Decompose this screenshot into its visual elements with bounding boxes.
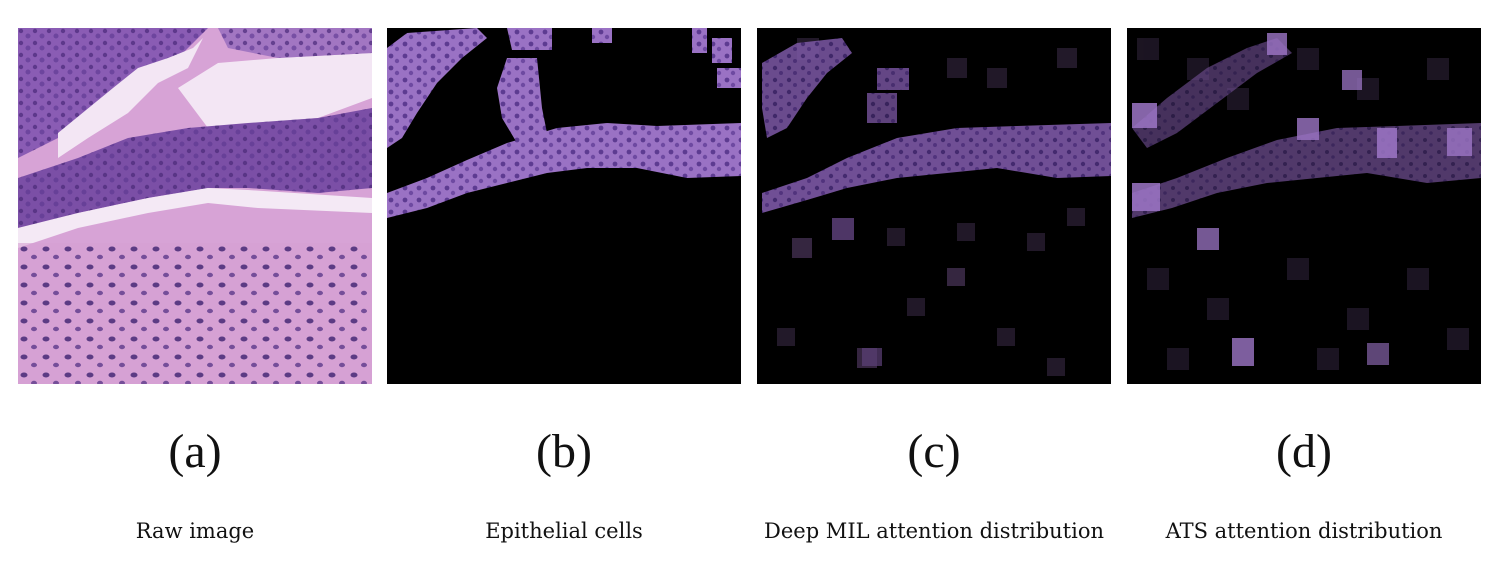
panel-d-caption: ATS attention distribution <box>1165 519 1443 543</box>
panel-b-label: (b) <box>536 425 592 478</box>
panel-c-caption: Deep MIL attention distribution <box>764 519 1104 543</box>
ats-attention-map <box>1127 28 1481 384</box>
panel-c-label: (c) <box>907 425 961 478</box>
raw-image-panel <box>18 28 372 384</box>
panel-a-caption: Raw image <box>135 519 255 543</box>
panel-b-caption: Epithelial cells <box>485 519 643 543</box>
epithelial-cells-image <box>387 28 741 384</box>
panel-a-label: (a) <box>168 425 222 478</box>
panel-d-label: (d) <box>1276 425 1332 478</box>
epithelial-cells-panel <box>387 28 741 384</box>
raw-histology-image <box>18 28 372 384</box>
deep-mil-attention-panel <box>757 28 1111 384</box>
ats-attention-panel <box>1127 28 1481 384</box>
deep-mil-attention-map <box>757 28 1111 384</box>
